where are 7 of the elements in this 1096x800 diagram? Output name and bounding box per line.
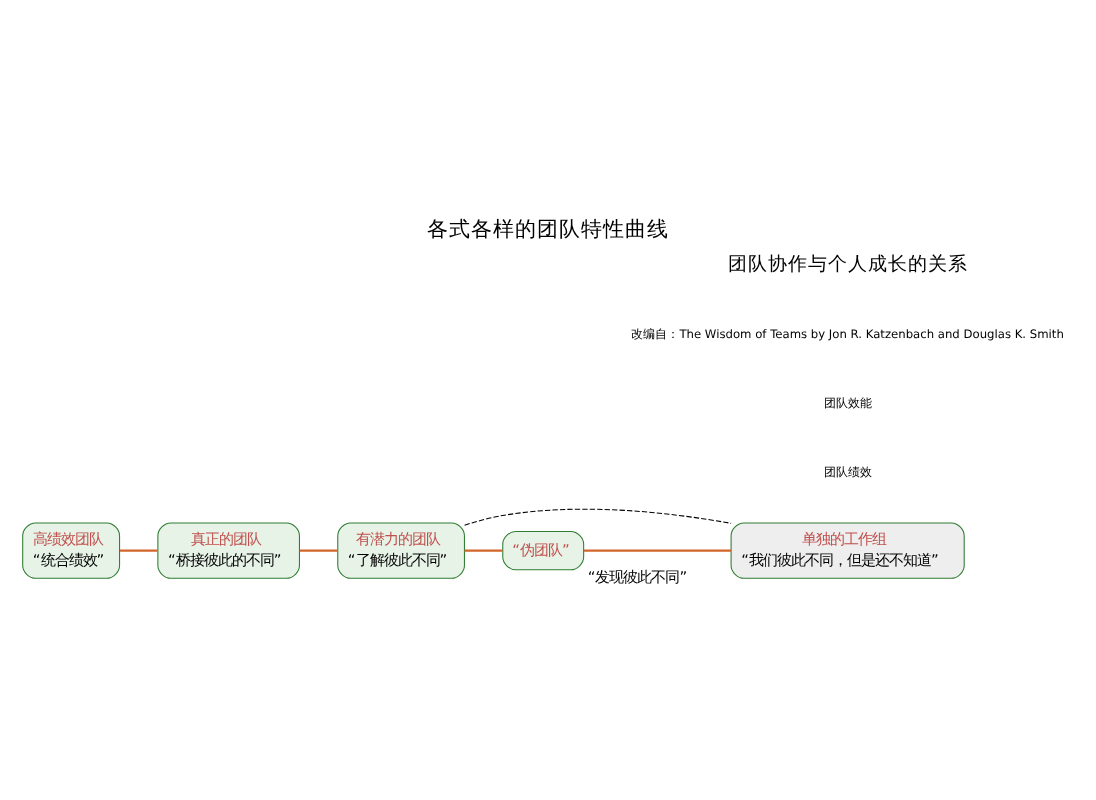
diagram-title: 各式各样的团队特性曲线 [427,215,669,242]
connector [464,508,732,526]
connector [299,549,338,552]
connector [120,549,158,552]
connector [464,549,503,552]
connector [583,549,731,552]
caption: 团队协作与个人成长的关系 [727,254,968,277]
